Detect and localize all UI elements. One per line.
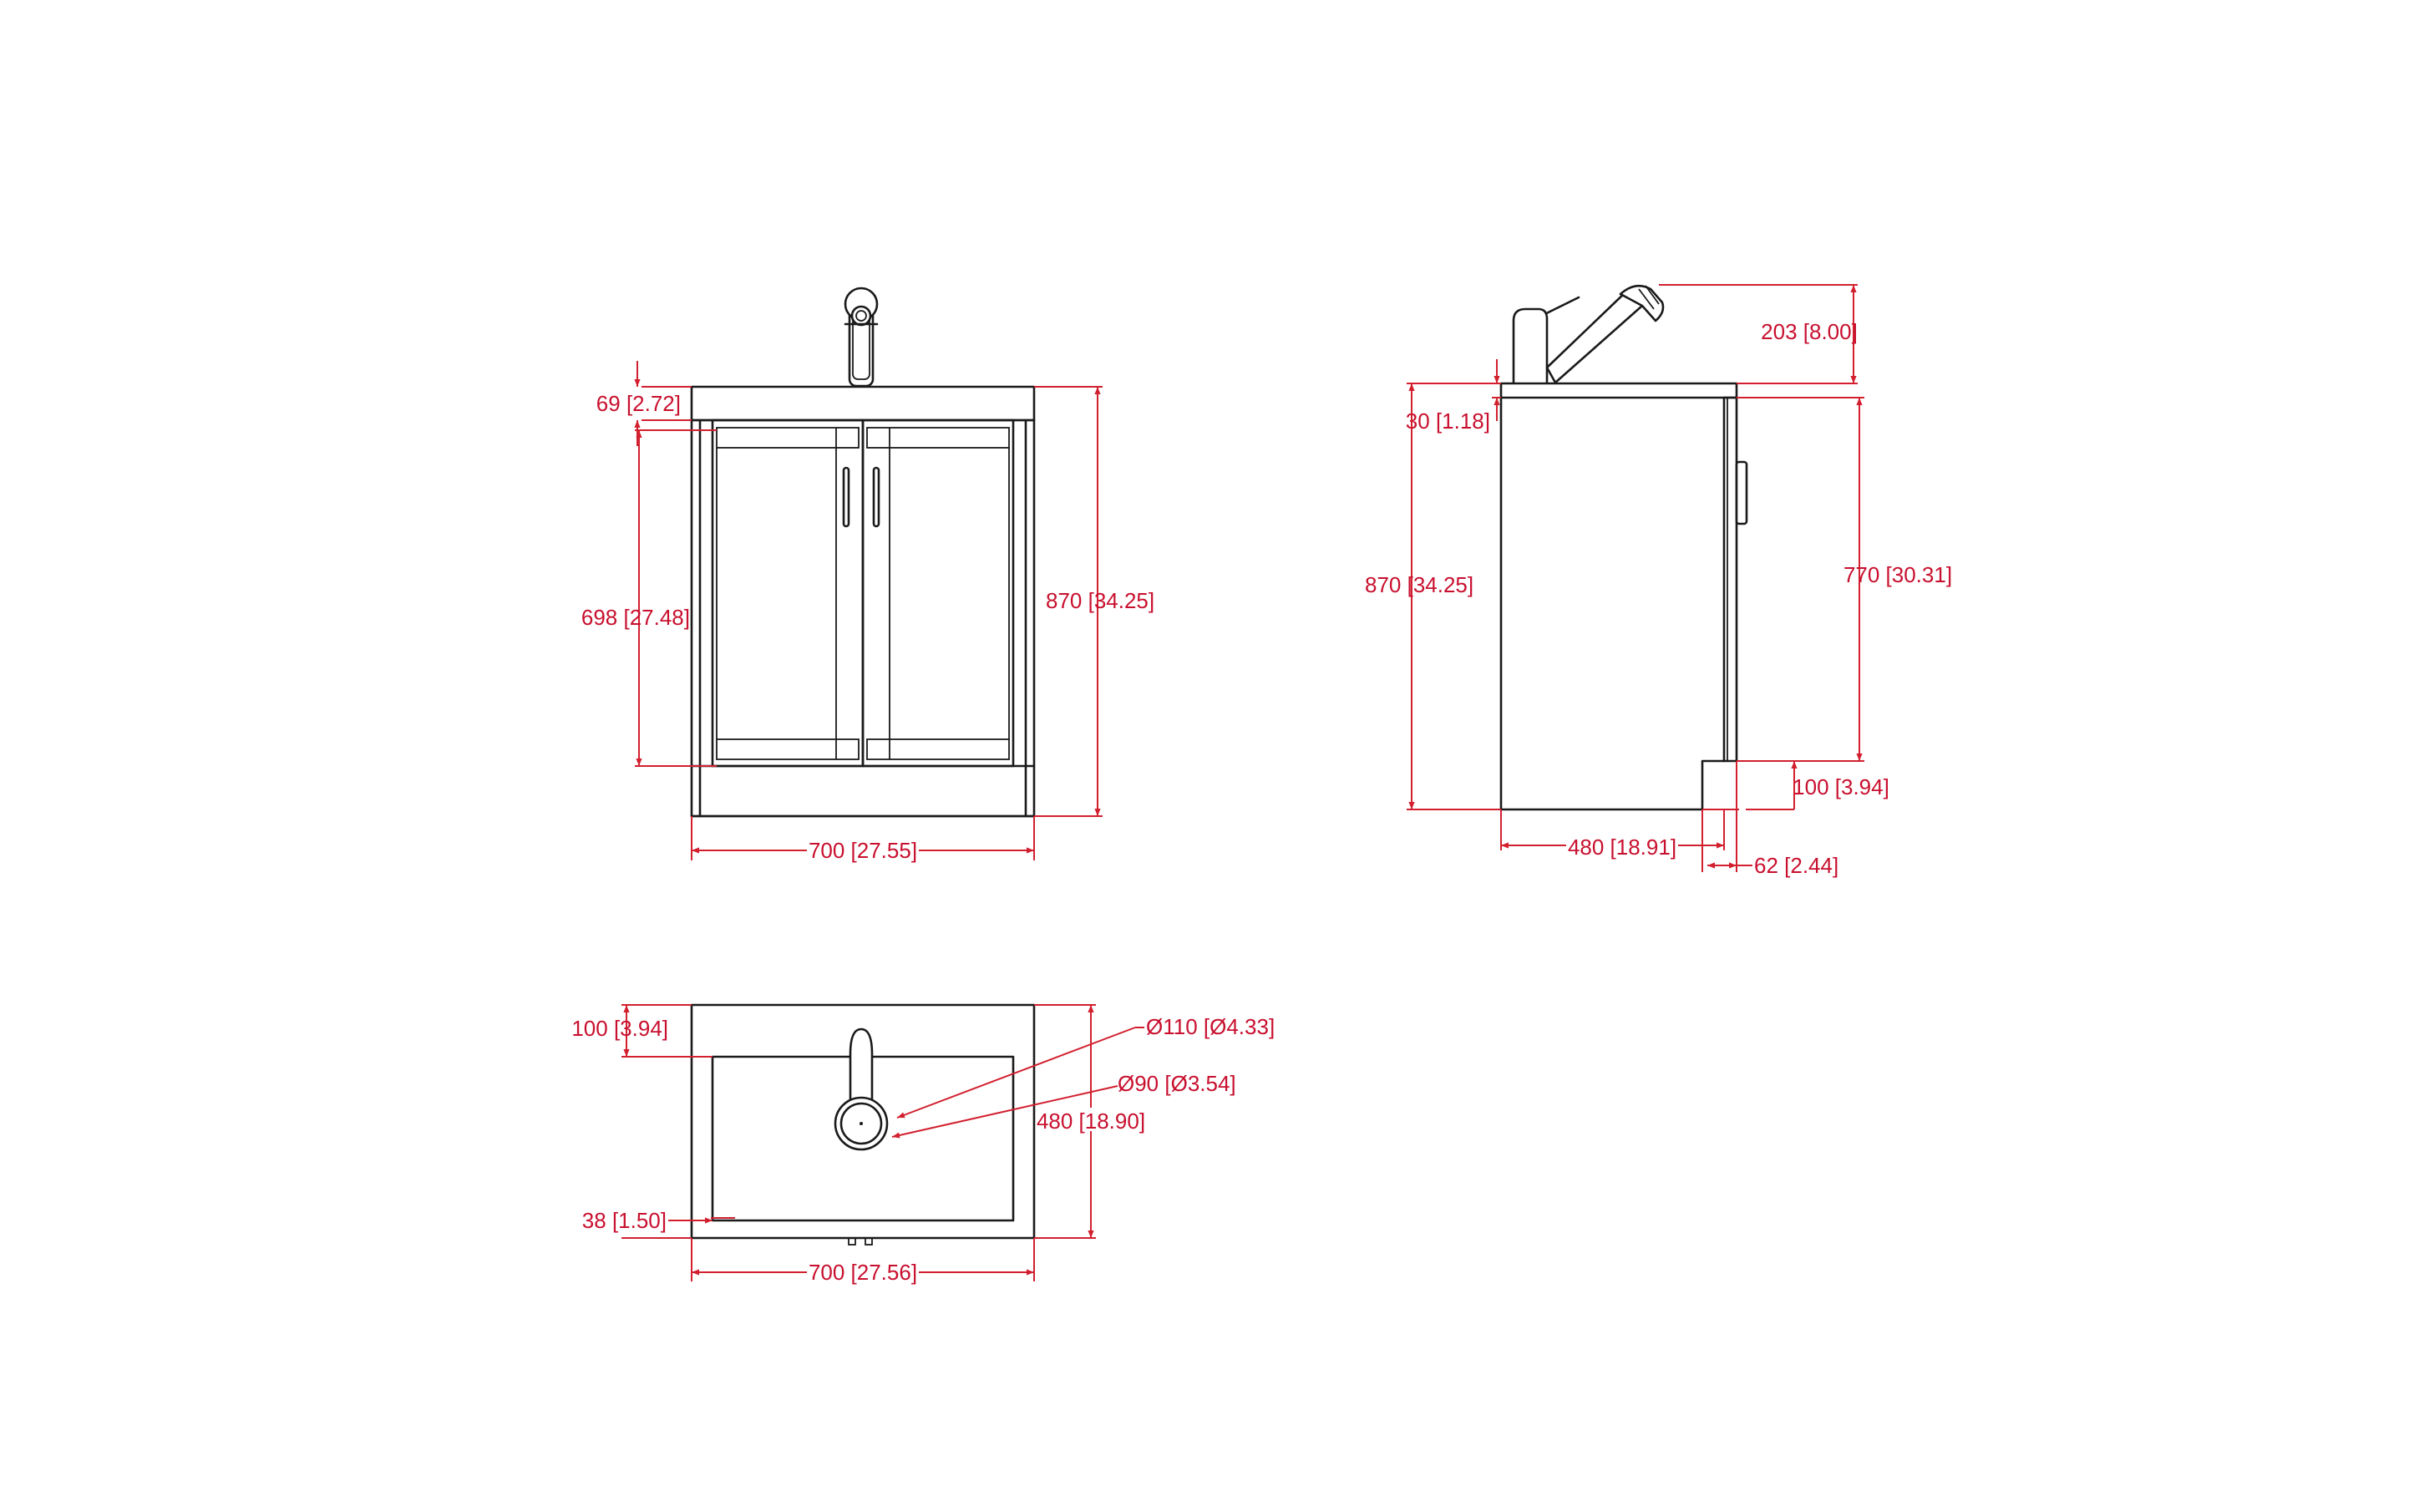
- side-cabinet: [1499, 396, 1726, 811]
- front-dim-overall-height: 870 [34.25]: [1034, 386, 1154, 817]
- front-right-handle: [872, 466, 880, 528]
- top-front-margin-label: 38 [1.50]: [582, 1208, 667, 1233]
- front-view: 69 [2.72] 698 [27.48] 870 [34.25] 700 [2…: [581, 287, 1154, 863]
- top-rear-margin-label: 100 [3.94]: [571, 1016, 668, 1041]
- side-view: 203 [8.00] 30 [1.18] 870 [34.25] 770 [30…: [1365, 284, 1952, 878]
- side-dim-depth: 480 [18.91]: [1500, 809, 1725, 860]
- top-view: 100 [3.94] Ø110 [Ø4.33] Ø90 [Ø3.54] 480 …: [571, 1003, 1275, 1285]
- side-dim-plinth-recess: 62 [2.44]: [1701, 761, 1838, 878]
- top-basin-outline: [690, 1003, 1036, 1240]
- top-dim-rear-margin: 100 [3.94]: [571, 1004, 713, 1058]
- side-dim-basin-lip: 30 [1.18]: [1406, 359, 1501, 434]
- side-plinth-recess-label: 62 [2.44]: [1754, 853, 1838, 878]
- front-dim-door-height: 698 [27.48]: [581, 429, 717, 767]
- front-overall-height-label: 870 [34.25]: [1046, 588, 1154, 613]
- front-basin-top: [690, 385, 1036, 422]
- top-tap: [834, 1027, 889, 1151]
- front-door-height-label: 698 [27.48]: [581, 605, 690, 630]
- side-door-height-label: 770 [30.31]: [1843, 562, 1952, 587]
- front-dim-width: 700 [27.55]: [691, 816, 1035, 863]
- front-left-door: [711, 419, 865, 768]
- side-basin-lip-label: 30 [1.18]: [1406, 408, 1490, 434]
- side-tap-height-label: 203 [8.00]: [1761, 319, 1858, 344]
- top-tap-hole-label: Ø110 [Ø4.33]: [1146, 1014, 1275, 1039]
- side-dim-plinth-height: 100 [3.94]: [1702, 761, 1889, 810]
- side-dim-overall-height: 870 [34.25]: [1365, 383, 1501, 810]
- front-width-label: 700 [27.55]: [809, 838, 917, 863]
- front-tap: [844, 287, 879, 388]
- top-depth-label: 480 [18.90]: [1037, 1109, 1145, 1134]
- top-dim-waste-hole: Ø90 [Ø3.54]: [891, 1071, 1236, 1139]
- top-waste-hole-label: Ø90 [Ø3.54]: [1118, 1071, 1236, 1096]
- top-width-label: 700 [27.56]: [809, 1260, 917, 1285]
- side-basin: [1499, 382, 1738, 399]
- front-basin-height-label: 69 [2.72]: [596, 391, 681, 416]
- front-right-door: [861, 419, 1015, 768]
- top-dim-front-margin: 38 [1.50]: [582, 1208, 713, 1239]
- side-tap: [1512, 284, 1665, 384]
- side-dim-door-height: 770 [30.31]: [1737, 397, 1952, 762]
- top-dim-width: 700 [27.56]: [691, 1238, 1035, 1285]
- side-overall-height-label: 870 [34.25]: [1365, 572, 1473, 597]
- side-door: [1722, 396, 1738, 763]
- side-depth-label: 480 [18.91]: [1568, 835, 1676, 860]
- side-dim-tap-height: 203 [8.00]: [1659, 284, 1858, 384]
- front-left-handle: [842, 466, 850, 528]
- top-dim-depth: 480 [18.90]: [1034, 1004, 1148, 1239]
- top-dim-tap-hole: Ø110 [Ø4.33]: [896, 1014, 1275, 1119]
- front-dim-basin-height: 69 [2.72]: [596, 361, 692, 446]
- side-plinth-height-label: 100 [3.94]: [1793, 774, 1889, 799]
- side-handle: [1735, 460, 1748, 525]
